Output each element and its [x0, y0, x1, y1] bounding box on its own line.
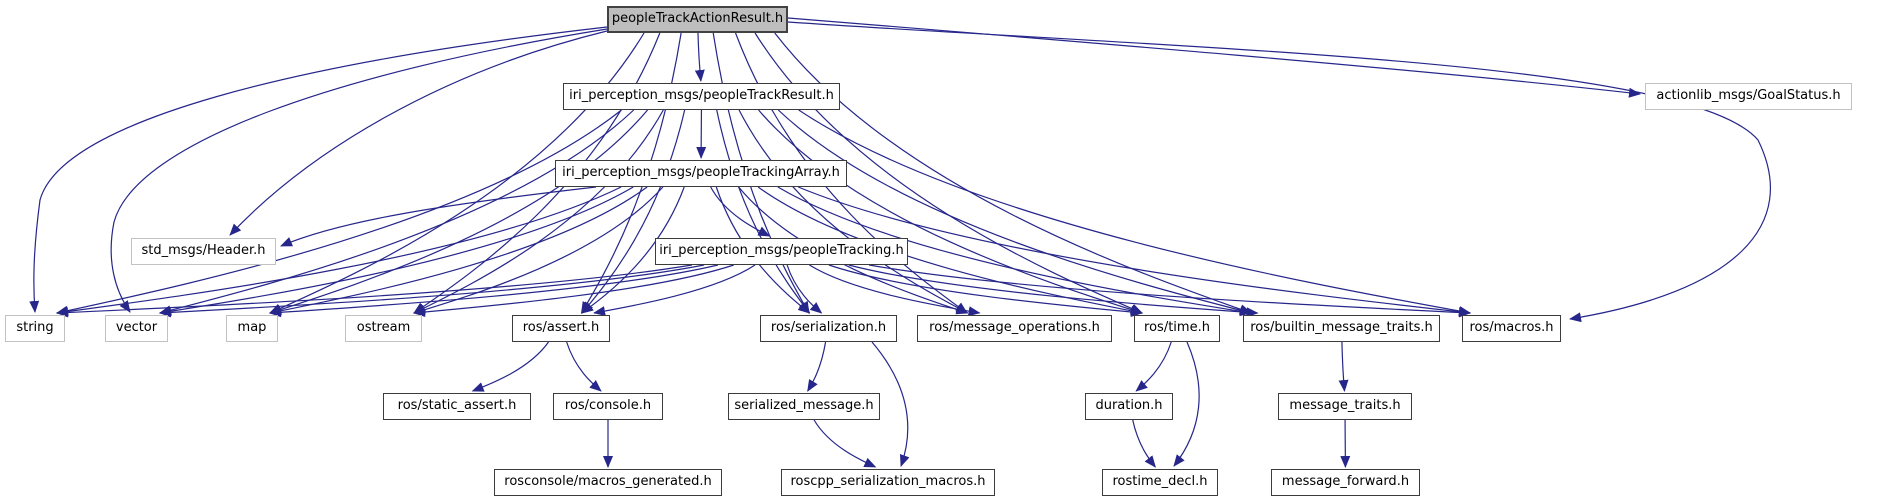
node-message_forward.h[interactable]: message_forward.h [1271, 469, 1420, 496]
edge-people_tracking-map [269, 264, 719, 318]
node-duration.h[interactable]: duration.h [1085, 393, 1173, 420]
node-std_msgs-Header.h: std_msgs/Header.h [131, 238, 276, 265]
edge-people_track_result-map [269, 109, 649, 315]
node-vector: vector [105, 315, 168, 342]
node-serialized_message.h[interactable]: serialized_message.h [728, 393, 880, 420]
edge-people_tracking_array-vector [159, 186, 634, 317]
edge-people_tracking_array-string [56, 186, 622, 317]
edge-people_track_action_result-goal_status [787, 17, 1641, 98]
node-ros-time.h[interactable]: ros/time.h [1134, 315, 1220, 342]
edge-people_tracking_array-std_msgs_header [280, 186, 597, 247]
node-ros-assert.h[interactable]: ros/assert.h [512, 315, 610, 342]
node-iri_perception_msgs-peopleTrackingArray.h[interactable]: iri_perception_msgs/peopleTrackingArray.… [555, 160, 847, 187]
edge-people_track_result-string [56, 109, 622, 316]
edge-people_tracking_array-ostream [413, 186, 664, 315]
edge-people_tracking-ros_serialization [786, 264, 823, 314]
edge-ros_serialization-serialized_message [807, 341, 827, 392]
edge-people_tracking-ros_message_operations [809, 264, 981, 317]
node-actionlib_msgs-GoalStatus.h: actionlib_msgs/GoalStatus.h [1645, 83, 1852, 110]
node-ros-message_operations.h[interactable]: ros/message_operations.h [917, 315, 1112, 342]
edge-people_track_result-ros_time [758, 109, 1143, 315]
edge-people_track_result-ostream [413, 109, 664, 314]
edge-people_tracking-ros_assert [593, 264, 756, 316]
edge-ros_assert-ros_console [566, 341, 602, 392]
edge-people_tracking_array-ros_builtin_message_traits [777, 186, 1252, 317]
edge-people_tracking-ostream [413, 264, 734, 317]
node-peopleTrackActionResult.h: peopleTrackActionResult.h [607, 6, 788, 33]
edge-people_track_result-ros_macros [798, 109, 1471, 316]
edge-people_tracking-ros_macros [868, 264, 1471, 318]
edge-people_track_action_result-std_msgs_header [229, 30, 608, 236]
node-map: map [226, 315, 278, 342]
edge-people_tracking_array-people_tracking [710, 186, 771, 237]
node-roscpp_serialization_macros.h[interactable]: roscpp_serialization_macros.h [781, 469, 995, 496]
edge-people_tracking_array-ros_serialization [715, 186, 811, 314]
node-ostream: ostream [345, 315, 422, 342]
edge-duration-rostime_decl [1132, 419, 1156, 468]
node-string: string [5, 315, 65, 342]
edge-ros_time-duration [1135, 341, 1172, 392]
node-rostime_decl.h[interactable]: rostime_decl.h [1102, 469, 1218, 496]
edge-people_track_action_result-vector [110, 28, 608, 313]
edge-serialized_message-roscpp_serialization_macros [813, 419, 877, 468]
edge-people_tracking_array-ros_time [757, 186, 1143, 316]
node-ros-macros.h[interactable]: ros/macros.h [1462, 315, 1561, 342]
edge-people_tracking-vector [159, 264, 705, 318]
node-ros-console.h[interactable]: ros/console.h [553, 393, 663, 420]
edge-ros_time-rostime_decl [1173, 341, 1200, 467]
node-message_traits.h[interactable]: message_traits.h [1278, 393, 1412, 420]
node-ros-serialization.h[interactable]: ros/serialization.h [760, 315, 897, 342]
edge-people_track_result-ros_message_operations [738, 109, 969, 314]
edge-people_tracking-ros_time [828, 264, 1143, 317]
edge-people_track_action_result-string [29, 26, 608, 313]
node-iri_perception_msgs-peopleTracking.h[interactable]: iri_perception_msgs/peopleTracking.h [655, 238, 908, 265]
edge-people_track_result-ros_builtin_message_traits [777, 109, 1252, 316]
edge-ros_builtin_message_traits-message_traits [1338, 341, 1349, 392]
node-iri_perception_msgs-peopleTrackResult.h[interactable]: iri_perception_msgs/peopleTrackResult.h [563, 83, 840, 110]
edge-people_track_result-vector [159, 109, 635, 316]
edge-people_tracking_array-ros_macros [798, 186, 1471, 317]
edge-people_tracking-ros_builtin_message_traits [848, 264, 1259, 318]
node-ros-static_assert.h[interactable]: ros/static_assert.h [383, 393, 531, 420]
edge-people_tracking_array-ros_message_operations [738, 186, 969, 315]
edge-ros_serialization-roscpp_serialization_macros [871, 341, 910, 467]
edge-ros_assert-ros_static_assert [471, 341, 550, 392]
node-ros-builtin_message_traits.h[interactable]: ros/builtin_message_traits.h [1243, 315, 1440, 342]
edge-people_track_action_result-people_track_result [694, 32, 705, 82]
edge-people_track_result-ros_assert [581, 109, 686, 314]
edge-people_tracking_array-ros_assert [581, 186, 685, 314]
edge-people_tracking-string [56, 264, 693, 318]
node-rosconsole-macros_generated.h[interactable]: rosconsole/macros_generated.h [494, 469, 722, 496]
